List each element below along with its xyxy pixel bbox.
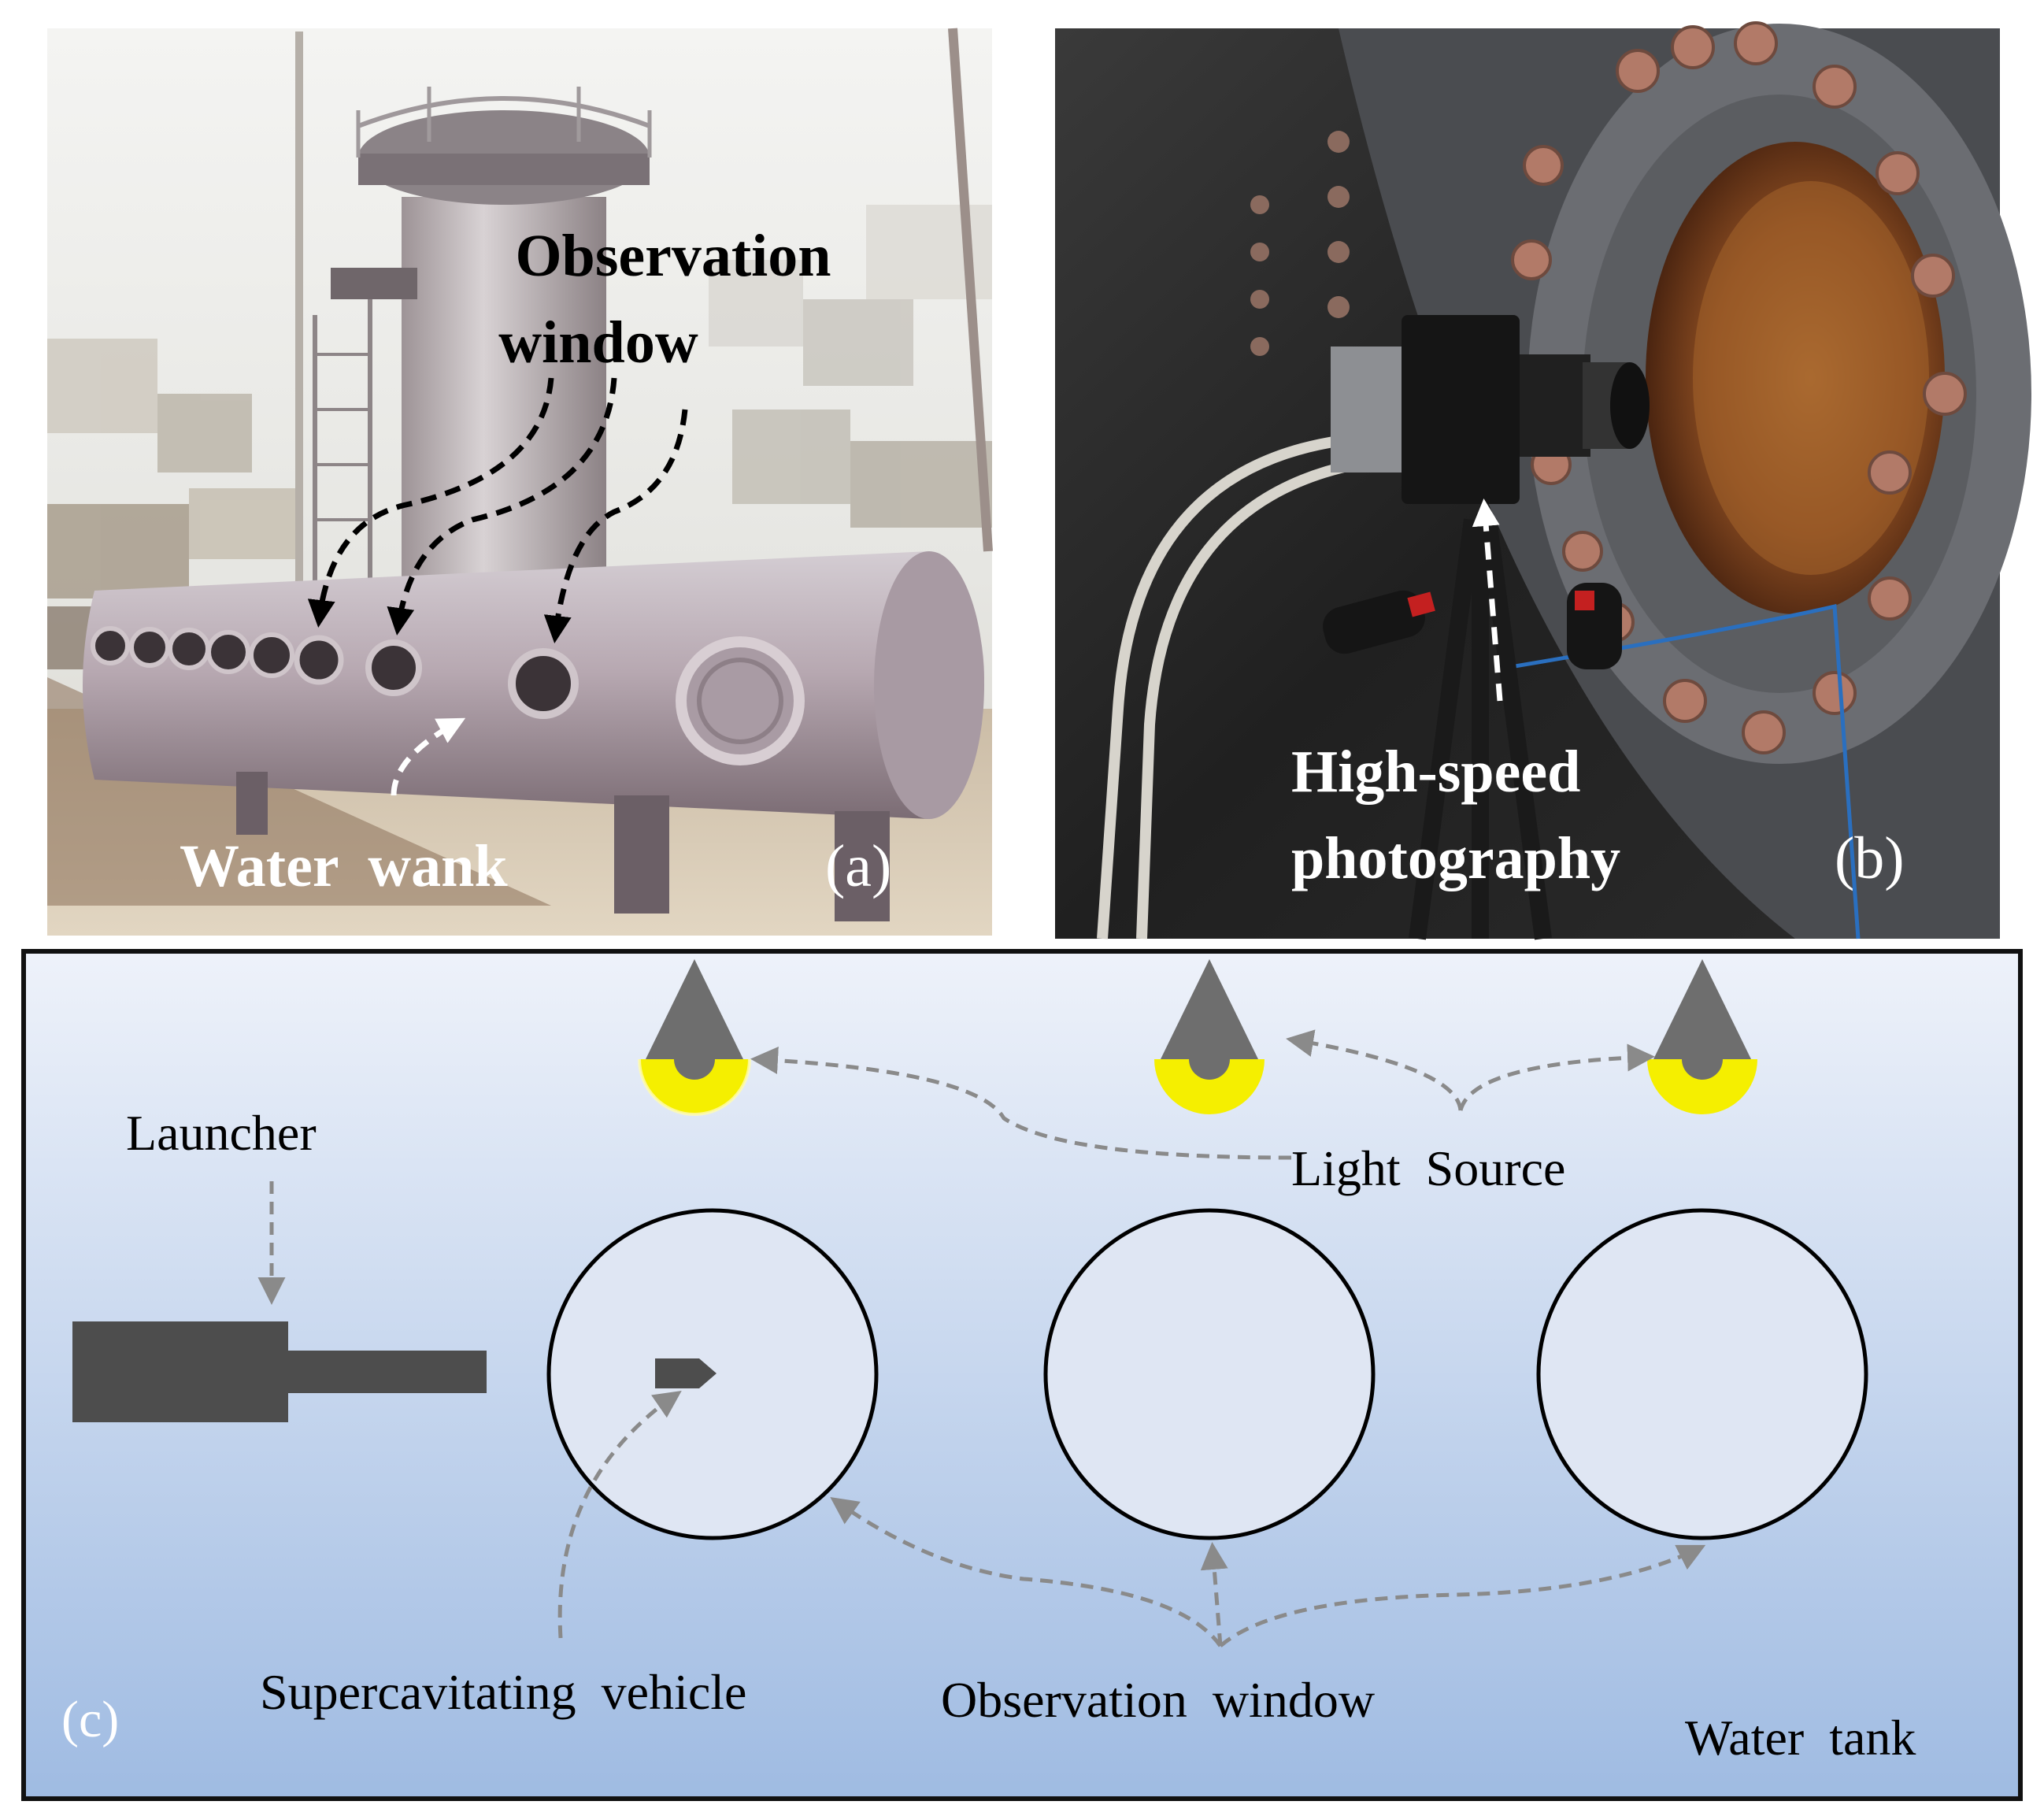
panel-c-schematic: Launcher Light Source Supercavitating ve…: [21, 949, 2023, 1801]
observation-window-label-a2: window: [498, 309, 698, 376]
observation-window-arrows: [307, 377, 688, 643]
light-source-label: Light Source: [1291, 1140, 1565, 1196]
light-source-1: [638, 959, 751, 1116]
water-tank-arrow: [391, 717, 466, 796]
water-tank-label-c: Water tank: [1685, 1710, 1916, 1766]
light-source-2: [1154, 959, 1265, 1114]
camera-label-b2: photography: [1291, 825, 1620, 891]
schematic-arrows: [257, 1029, 1706, 1647]
tank-windows: [91, 626, 805, 765]
observation-window-label-c: Observation window: [941, 1672, 1375, 1728]
observation-window-3: [1536, 1208, 1868, 1540]
pixelated-background: [47, 205, 992, 669]
flange-bolts: [1511, 21, 1967, 754]
supercavitating-vehicle: [655, 1358, 717, 1388]
high-speed-camera: [1323, 315, 1650, 940]
flange: [1250, 21, 2031, 764]
launcher: [72, 1321, 487, 1422]
panel-a-label: (a): [825, 833, 891, 899]
light-source-3: [1647, 959, 1757, 1114]
supercavitating-vehicle-label: Supercavitating vehicle: [260, 1664, 746, 1720]
camera-arrow: [1472, 498, 1503, 702]
launcher-label: Launcher: [126, 1105, 317, 1161]
water-tank-photo: [83, 551, 984, 921]
tower: [295, 28, 993, 591]
camera-label-b1: High-speed: [1291, 739, 1580, 805]
observation-window-2: [1043, 1208, 1376, 1540]
water-tank-label-a: Water wank: [180, 833, 508, 899]
panel-b-label: (b): [1835, 825, 1905, 891]
observation-window-label-a1: Observation: [515, 223, 831, 289]
wall-bolts: [1250, 131, 1350, 356]
panel-a-photo: Observation window Water wank (a): [47, 28, 993, 936]
camera-cables: [1097, 435, 1356, 940]
panel-b-photo: High-speed photography (b): [1055, 21, 2031, 940]
panel-c-label: (c): [61, 1691, 119, 1748]
